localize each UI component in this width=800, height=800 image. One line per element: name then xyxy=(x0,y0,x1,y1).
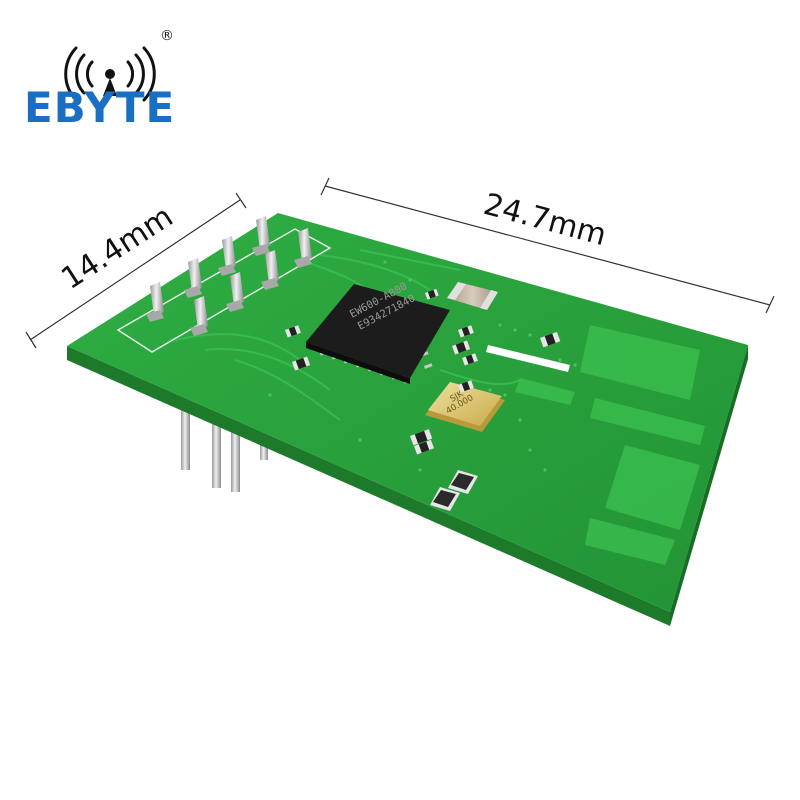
ceramic-capacitor xyxy=(447,282,498,310)
smd-components xyxy=(285,288,561,511)
wireless-antenna-icon xyxy=(64,46,156,102)
pcb-board xyxy=(67,213,748,626)
dimension-length xyxy=(320,177,775,314)
registered-mark: ® xyxy=(160,28,174,44)
main-ic-chip: EW600-A800 E934271840 xyxy=(306,280,450,384)
pcb-antenna xyxy=(515,325,705,565)
length-label: 24.7mm xyxy=(480,187,610,253)
ebyte-logo: ® EBYTE xyxy=(24,28,175,132)
brand-name: EBYTE xyxy=(24,83,175,132)
dimension-width xyxy=(25,192,247,349)
crystal-oscillator: SJK 40.000 xyxy=(425,382,505,432)
header-pins-top xyxy=(146,216,312,336)
